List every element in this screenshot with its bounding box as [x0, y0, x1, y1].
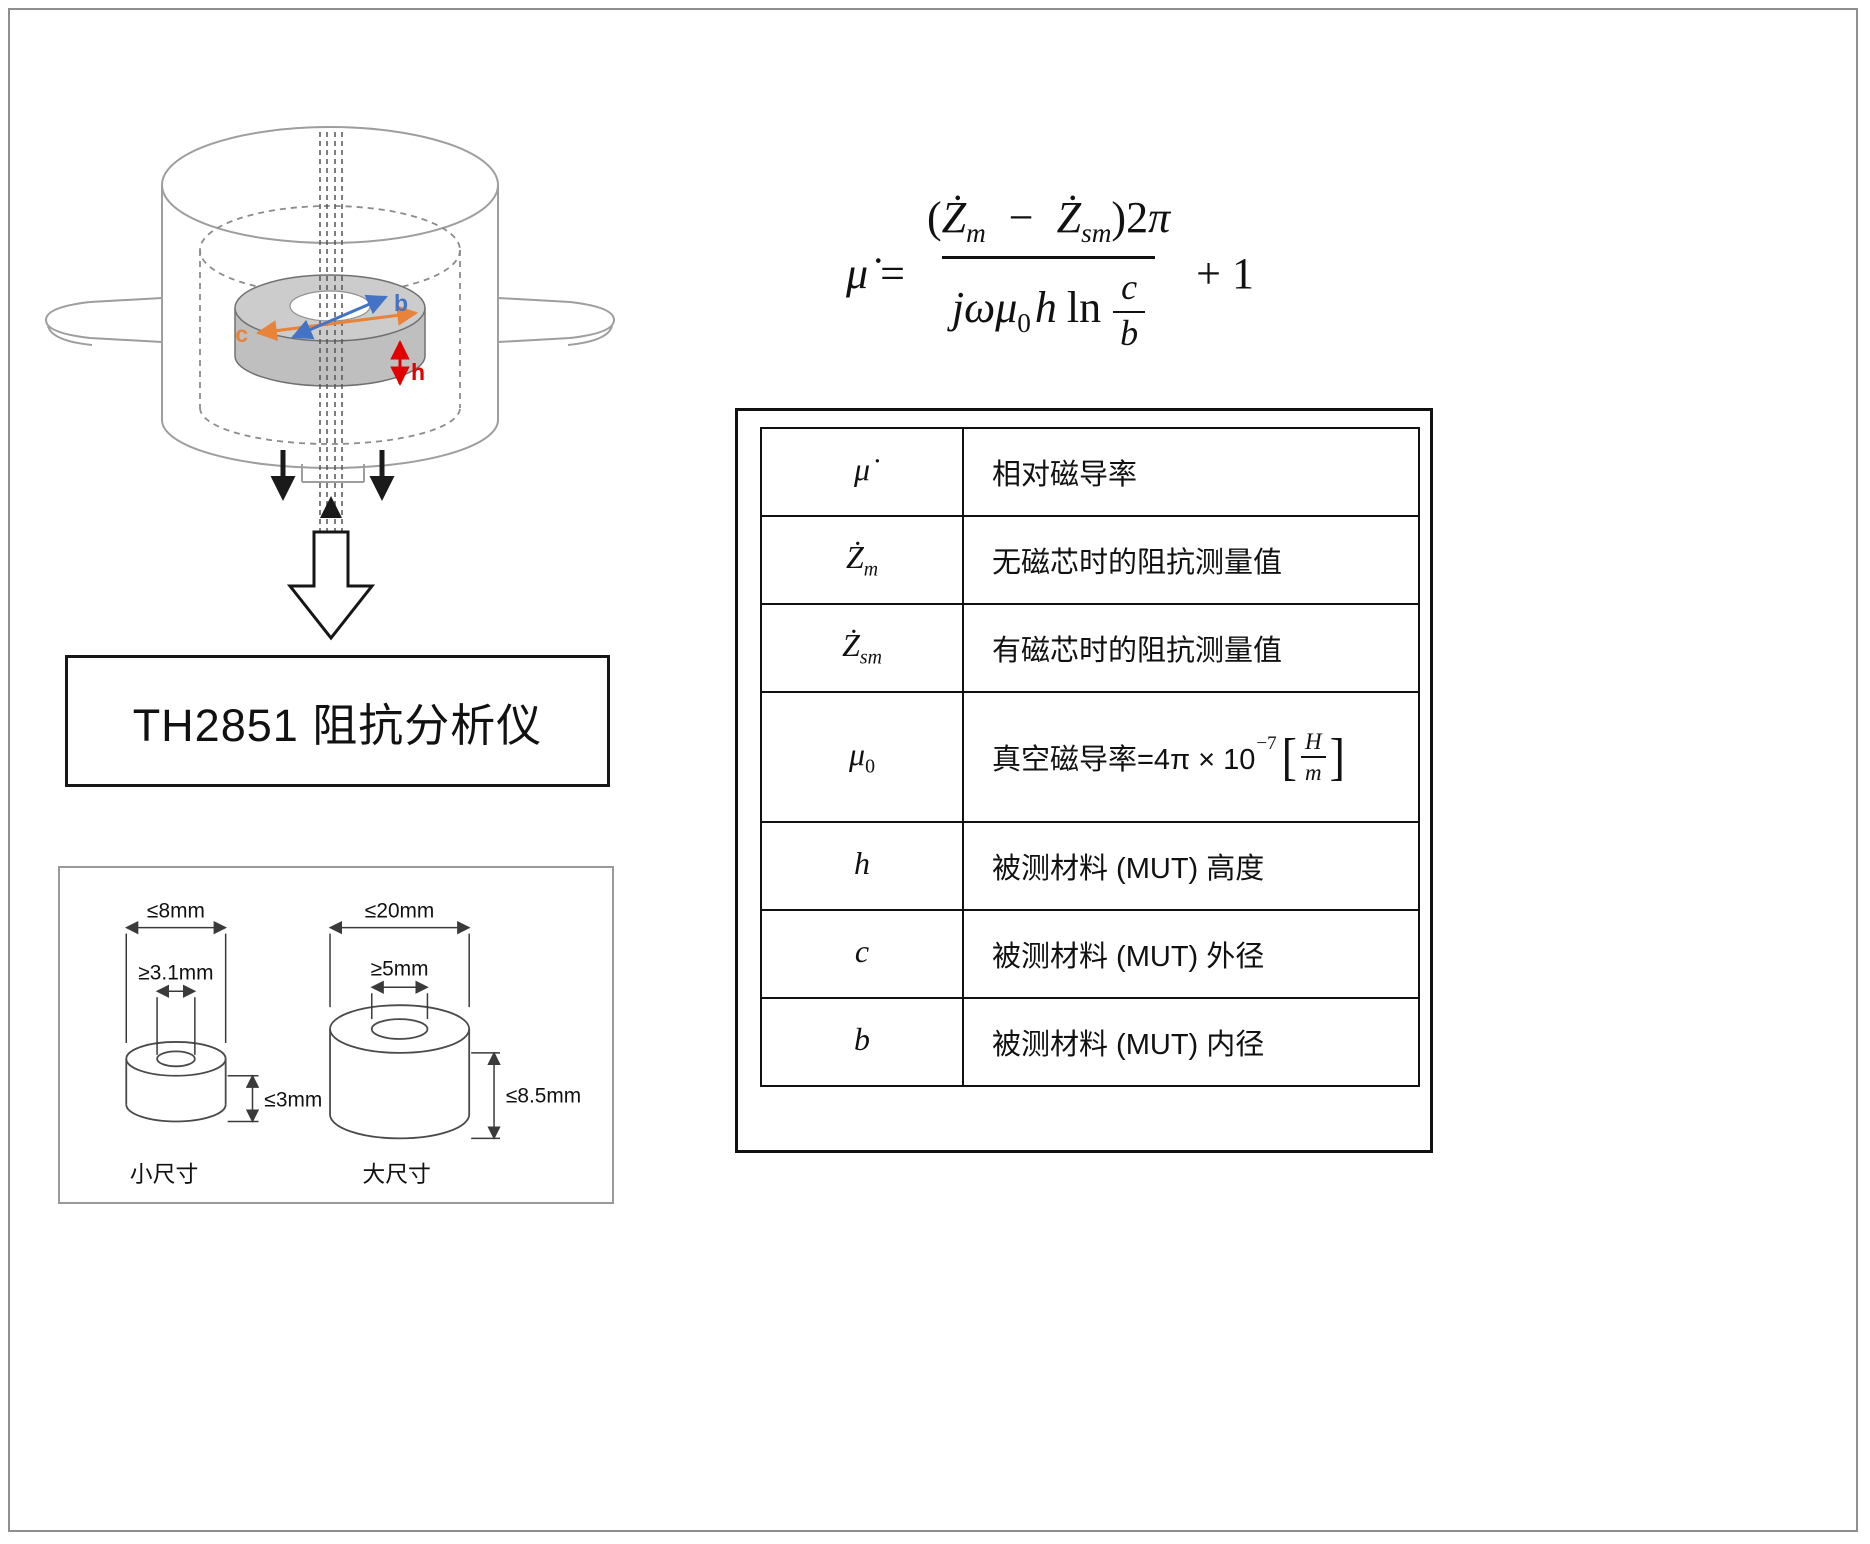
b-label: b: [394, 290, 408, 316]
symbol-cell: h: [760, 821, 964, 911]
large-caption: 大尺寸: [362, 1161, 431, 1187]
small-toroid-drawing: ≤8mm ≥3.1mm ≤3mm 小尺寸: [124, 900, 322, 1187]
table-row: μ̇ 相对磁导率: [760, 427, 1420, 517]
plus-one: + 1: [1196, 248, 1254, 298]
formula-numerator: (Żm − Żsm)2π: [926, 192, 1171, 248]
desc-cell: 相对磁导率: [962, 427, 1420, 517]
small-height-dim: ≤3mm: [264, 1089, 322, 1112]
big-down-arrow-icon: [286, 530, 376, 641]
symbol-table-box: μ̇ 相对磁导率 Żm 无磁芯时的阻抗测量值 Żsm 有磁芯时的阻抗测量值 μ0…: [735, 408, 1433, 1153]
large-inner-dim: ≥5mm: [371, 957, 429, 980]
analyzer-label: TH2851 阻抗分析仪: [132, 699, 543, 751]
table-row: Żsm 有磁芯时的阻抗测量值: [760, 603, 1420, 693]
table-row: b 被测材料 (MUT) 内径: [760, 997, 1420, 1087]
fixture-svg: c b h: [44, 126, 616, 641]
desc-cell: 有磁芯时的阻抗测量值: [962, 603, 1420, 693]
size-diagrams-svg: ≤8mm ≥3.1mm ≤3mm 小尺寸 ≤20mm ≥5mm: [124, 900, 581, 1187]
desc-cell: 被测材料 (MUT) 高度: [962, 821, 1420, 911]
up-triangle-icon: [320, 496, 342, 518]
equals-sign: =: [880, 248, 905, 298]
small-outer-dim: ≤8mm: [147, 900, 205, 923]
symbol-cell: b: [760, 997, 964, 1087]
table-row: h 被测材料 (MUT) 高度: [760, 821, 1420, 911]
fixture-handles: [44, 297, 616, 346]
large-outer-dim: ≤20mm: [365, 900, 434, 923]
desc-cell: 被测材料 (MUT) 外径: [962, 909, 1420, 999]
table-row: c 被测材料 (MUT) 外径: [760, 909, 1420, 999]
c-label: c: [235, 321, 248, 347]
small-inner-dim: ≥3.1mm: [138, 961, 213, 984]
symbol-table: μ̇ 相对磁导率 Żm 无磁芯时的阻抗测量值 Żsm 有磁芯时的阻抗测量值 μ0…: [760, 427, 1420, 1087]
desc-cell: 被测材料 (MUT) 内径: [962, 997, 1420, 1087]
symbol-cell: Żsm: [760, 603, 964, 693]
table-row: Żm 无磁芯时的阻抗测量值: [760, 515, 1420, 605]
sample-dimension-arrows: c b h: [235, 290, 425, 386]
page-border: [8, 8, 1858, 1532]
center-post: [319, 132, 343, 540]
fixture-outer-cylinder: [161, 126, 499, 483]
large-toroid-drawing: ≤20mm ≥5mm ≤8.5mm 大尺寸: [328, 900, 581, 1187]
h-label: h: [411, 359, 425, 385]
connection-arrows: [270, 450, 395, 518]
desc-cell: 无磁芯时的阻抗测量值: [962, 515, 1420, 605]
mu-dot-symbol: μ̇: [846, 248, 869, 298]
analyzer-box: TH2851 阻抗分析仪: [65, 655, 610, 787]
symbol-cell: Żm: [760, 515, 964, 605]
symbol-cell: μ̇: [760, 427, 964, 517]
size-requirements-box: ≤8mm ≥3.1mm ≤3mm 小尺寸 ≤20mm ≥5mm: [58, 866, 614, 1204]
small-caption: 小尺寸: [130, 1161, 199, 1187]
large-height-dim: ≤8.5mm: [506, 1085, 581, 1108]
fixture-illustration: c b h: [30, 90, 630, 650]
symbol-cell: c: [760, 909, 964, 999]
symbol-cell: μ0: [760, 691, 964, 823]
